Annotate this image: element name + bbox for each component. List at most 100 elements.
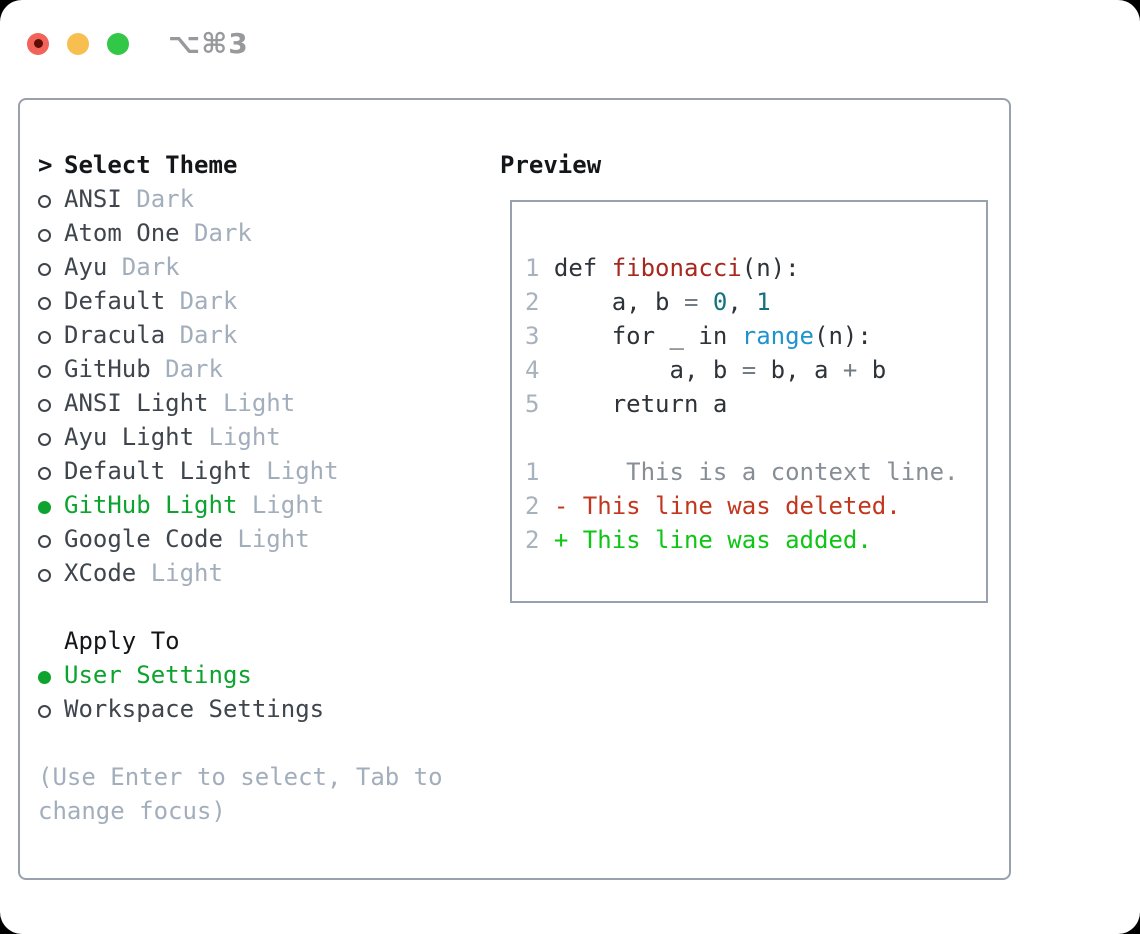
theme-option-github-light[interactable]: GitHub Light Light <box>38 488 443 522</box>
theme-option-default-light[interactable]: Default Light Light <box>38 454 443 488</box>
option-label: Workspace Settings <box>64 695 325 723</box>
radio-icon <box>38 331 51 344</box>
preview-column: Preview 1 def fibonacci(n):2 a, b = 0, 1… <box>500 148 988 603</box>
line-number: 2 <box>525 492 554 520</box>
theme-option-ayu-light[interactable]: Ayu Light Light <box>38 420 443 454</box>
code-line: 5 return a <box>525 387 986 421</box>
theme-option-google-code[interactable]: Google Code Light <box>38 522 443 556</box>
apply-to-heading: Apply To <box>38 624 443 658</box>
radio-icon <box>38 467 51 480</box>
radio-icon <box>38 705 51 718</box>
line-number: 1 <box>525 254 554 282</box>
theme-option-xcode[interactable]: XCode Light <box>38 556 443 590</box>
variant-label: Dark <box>179 219 252 247</box>
code-segment-code: a, b <box>553 288 684 316</box>
option-label: Default Light <box>64 457 252 485</box>
option-label: Ayu Light <box>64 423 195 451</box>
code-segment-code: (n): <box>814 322 872 350</box>
code-segment-op: + <box>842 356 858 384</box>
code-segment-code: b, a <box>756 356 843 384</box>
line-number: 2 <box>525 526 554 554</box>
hint-line-2: change focus) <box>38 797 226 825</box>
theme-option-ansi-light[interactable]: ANSI Light Light <box>38 386 443 420</box>
select-theme-heading: >Select Theme <box>38 148 443 182</box>
option-label: GitHub <box>64 355 151 383</box>
line-number: 3 <box>525 322 554 350</box>
option-label: XCode <box>64 559 137 587</box>
option-label: Default <box>64 287 166 315</box>
code-line: 2 + This line was added. <box>525 523 986 557</box>
variant-label: Light <box>251 457 339 485</box>
code-segment-op: = <box>683 288 699 316</box>
variant-label: Dark <box>150 355 223 383</box>
line-number: 5 <box>525 390 554 418</box>
code-segment-num: 1 <box>756 288 771 316</box>
spacer <box>38 590 443 624</box>
variant-label: Dark <box>121 185 195 213</box>
option-label: Dracula <box>64 321 166 349</box>
option-label: User Settings <box>64 661 252 689</box>
option-label: GitHub Light <box>64 491 238 519</box>
line-number: 4 <box>525 356 554 384</box>
radio-icon <box>38 229 51 242</box>
code-line: 1 def fibonacci(n): <box>525 251 986 285</box>
code-segment-code: return a <box>553 390 728 418</box>
code-segment-code: (n): <box>741 254 800 282</box>
line-number: 1 <box>525 458 554 486</box>
code-segment-num: 0 <box>712 288 728 316</box>
code-line: 1 This is a context line. <box>525 455 986 489</box>
code-segment-code: b <box>857 356 887 384</box>
minimize-button[interactable] <box>67 32 89 55</box>
variant-label: Dark <box>165 321 238 349</box>
hint-line-1: (Use Enter to select, Tab to <box>38 763 443 791</box>
variant-label: Dark <box>107 253 180 281</box>
apply-to-title: Apply To <box>64 627 180 655</box>
close-dot-icon <box>33 39 43 48</box>
variant-label: Light <box>136 559 223 587</box>
preview-title: Preview <box>500 151 602 179</box>
code-segment-code: def <box>553 254 612 282</box>
code-segment-builtin: range <box>741 322 814 350</box>
option-label: Ayu <box>64 253 108 281</box>
theme-option-ayu[interactable]: Ayu Dark <box>38 250 443 284</box>
theme-option-ansi[interactable]: ANSI Dark <box>38 182 443 216</box>
zoom-button[interactable] <box>107 32 129 55</box>
close-button[interactable] <box>27 32 49 55</box>
variant-label: Light <box>222 525 310 553</box>
code-segment-deleted: - This line was deleted. <box>553 492 901 520</box>
variant-label: Dark <box>165 287 238 315</box>
code-segment-func: fibonacci <box>611 254 742 282</box>
radio-icon <box>38 195 51 208</box>
code-segment-added: + This line was added. <box>553 526 872 554</box>
apply-option-user-settings[interactable]: User Settings <box>38 658 443 692</box>
radio-icon <box>38 433 51 446</box>
window-title: ⌥⌘3 <box>168 27 249 60</box>
apply-option-workspace-settings[interactable]: Workspace Settings <box>38 692 443 726</box>
radio-selected-icon <box>38 501 51 514</box>
radio-icon <box>38 569 51 582</box>
theme-option-github[interactable]: GitHub Dark <box>38 352 443 386</box>
select-theme-title: Select Theme <box>64 151 238 179</box>
radio-icon <box>38 365 51 378</box>
option-label: Google Code <box>64 525 223 553</box>
radio-icon <box>38 297 51 310</box>
code-blank-line <box>525 421 986 455</box>
option-label: Atom One <box>64 219 180 247</box>
line-number: 2 <box>525 288 554 316</box>
code-line: 4 a, b = b, a + b <box>525 353 986 387</box>
variant-label: Light <box>208 389 296 417</box>
variant-label: Light <box>194 423 281 451</box>
code-segment-code <box>698 288 712 316</box>
radio-icon <box>38 535 51 548</box>
radio-icon <box>38 263 51 276</box>
option-label: ANSI <box>64 185 122 213</box>
theme-option-dracula[interactable]: Dracula Dark <box>38 318 443 352</box>
theme-option-atom-one[interactable]: Atom One Dark <box>38 216 443 250</box>
code-segment-op: = <box>741 356 757 384</box>
theme-option-default[interactable]: Default Dark <box>38 284 443 318</box>
